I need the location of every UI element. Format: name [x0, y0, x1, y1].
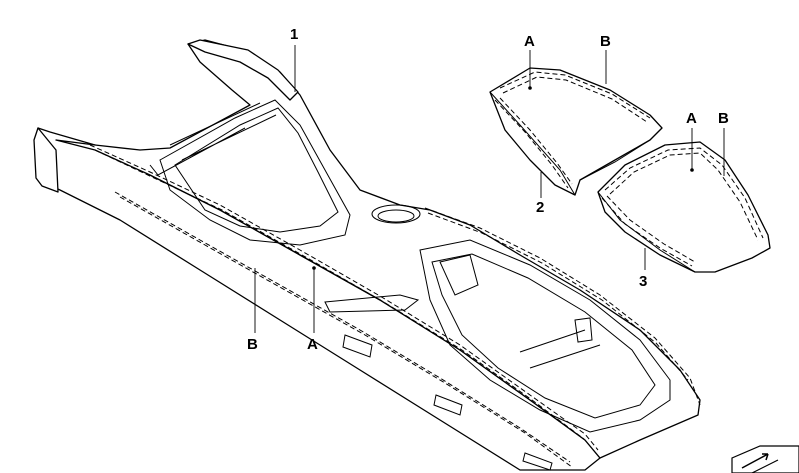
callout-lid3-a: A [686, 110, 697, 127]
callout-part-1: 1 [290, 26, 299, 43]
callout-console-a: A [307, 336, 318, 353]
callout-lid2-b: B [600, 33, 611, 50]
callout-console-b: B [247, 336, 258, 353]
armrest-lid-3 [597, 141, 771, 273]
corner-arrow-icon[interactable] [731, 445, 799, 473]
callout-lid3-b: B [718, 110, 729, 127]
center-console [33, 39, 701, 471]
callout-part-2: 2 [536, 199, 545, 216]
leader-lines [254, 45, 725, 333]
callout-lid2-a: A [524, 33, 535, 50]
callout-part-3: 3 [639, 273, 648, 290]
